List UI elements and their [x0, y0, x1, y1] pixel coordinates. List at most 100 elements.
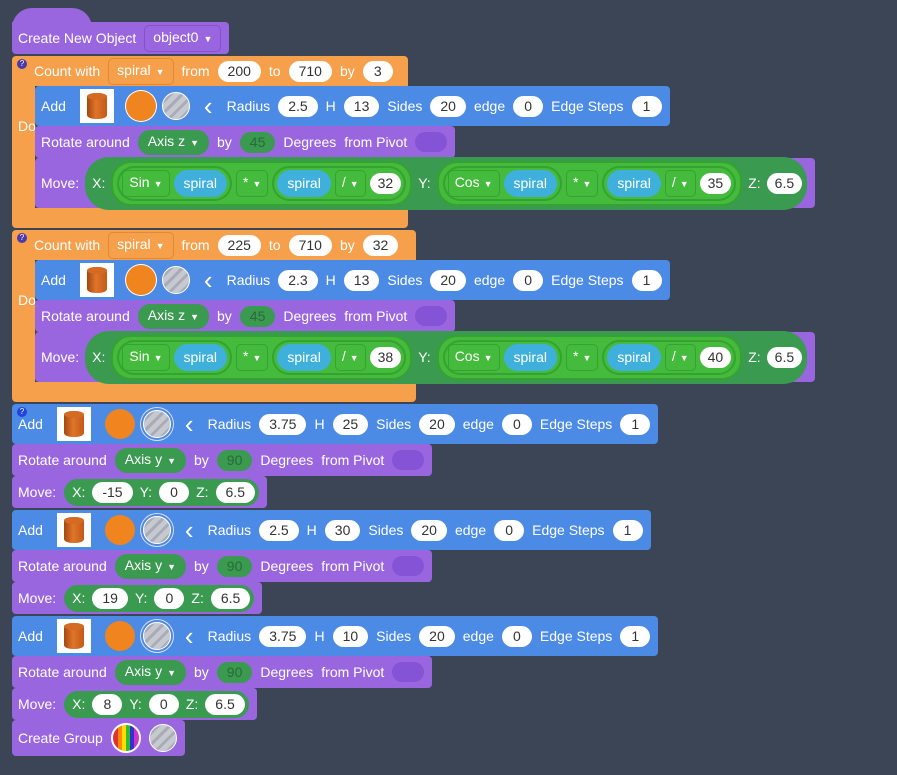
pivot-toggle[interactable]: [392, 450, 425, 470]
function-dropdown[interactable]: Sin▼: [122, 343, 170, 371]
color-swatch-orange[interactable]: [104, 409, 135, 439]
edge-steps-input[interactable]: 1: [631, 95, 662, 117]
x-input[interactable]: 8: [92, 693, 123, 715]
edge-input[interactable]: 0: [494, 519, 525, 541]
edge-steps-input[interactable]: 1: [631, 269, 662, 291]
to-input[interactable]: 710: [288, 234, 332, 256]
edge-input[interactable]: 0: [513, 269, 544, 291]
color-swatch-orange[interactable]: [127, 267, 154, 293]
function-expression[interactable]: Sin▼spiral: [117, 165, 232, 201]
division-expression[interactable]: spiral/▼32: [272, 165, 407, 201]
help-icon[interactable]: ?: [17, 233, 27, 243]
loop-variable-dropdown[interactable]: spiral▼: [108, 57, 174, 85]
radius-input[interactable]: 2.5: [278, 95, 318, 117]
math-expression[interactable]: Cos▼spiral*▼spiral/▼40: [436, 334, 743, 380]
radius-input[interactable]: 3.75: [259, 413, 307, 435]
math-expression[interactable]: Sin▼spiral*▼spiral/▼38: [111, 334, 413, 380]
variable-block[interactable]: spiral: [277, 169, 331, 197]
edge-input[interactable]: 0: [501, 625, 532, 647]
degrees-input[interactable]: 45: [239, 305, 276, 327]
h-input[interactable]: 25: [332, 413, 369, 435]
z-input[interactable]: 6.5: [766, 346, 803, 368]
sides-input[interactable]: 20: [419, 625, 455, 647]
variable-block[interactable]: spiral: [173, 343, 227, 371]
variable-block[interactable]: spiral: [173, 169, 227, 197]
pivot-toggle[interactable]: [392, 662, 425, 682]
to-input[interactable]: 710: [288, 60, 332, 82]
edge-input[interactable]: 0: [513, 95, 544, 117]
variable-block[interactable]: spiral: [277, 343, 331, 371]
pivot-toggle[interactable]: [415, 306, 448, 326]
material-swatch-striped[interactable]: [148, 724, 177, 752]
by-input[interactable]: 3: [362, 60, 393, 82]
edge-steps-input[interactable]: 1: [612, 519, 643, 541]
variable-block[interactable]: spiral: [503, 343, 557, 371]
material-swatch-striped[interactable]: [142, 410, 171, 438]
cylinder-shape-icon[interactable]: [79, 89, 114, 123]
operator-dropdown[interactable]: /▼: [664, 169, 696, 197]
create-group-block[interactable]: Create Group: [12, 720, 185, 756]
chevron-left-icon[interactable]: ‹: [184, 515, 194, 545]
function-expression[interactable]: Cos▼spiral: [442, 165, 562, 201]
cylinder-shape-icon[interactable]: [79, 263, 114, 297]
help-icon[interactable]: ?: [17, 59, 27, 69]
radius-input[interactable]: 3.75: [259, 625, 307, 647]
help-icon[interactable]: ?: [17, 407, 27, 417]
material-swatch-striped[interactable]: [161, 92, 190, 120]
z-input[interactable]: 6.5: [210, 587, 251, 609]
y-input[interactable]: 0: [159, 481, 190, 503]
axis-dropdown[interactable]: Axis z▼: [137, 303, 209, 329]
pivot-toggle[interactable]: [415, 132, 448, 152]
cylinder-shape-icon[interactable]: [56, 407, 91, 441]
cylinder-shape-icon[interactable]: [56, 513, 91, 547]
function-expression[interactable]: Sin▼spiral: [117, 339, 232, 375]
object-name-dropdown[interactable]: object0▼: [144, 24, 222, 52]
color-swatch-orange[interactable]: [104, 621, 135, 651]
number-input[interactable]: 32: [369, 172, 402, 194]
axis-dropdown[interactable]: Axis y▼: [114, 553, 186, 579]
operator-dropdown[interactable]: *▼: [565, 343, 599, 371]
math-expression[interactable]: Sin▼spiral*▼spiral/▼32: [111, 160, 413, 206]
radius-input[interactable]: 2.5: [259, 519, 299, 541]
h-input[interactable]: 10: [332, 625, 369, 647]
cylinder-shape-icon[interactable]: [56, 619, 91, 653]
operator-dropdown[interactable]: *▼: [565, 169, 599, 197]
chevron-left-icon[interactable]: ‹: [203, 91, 213, 121]
operator-dropdown[interactable]: *▼: [235, 343, 269, 371]
edge-input[interactable]: 0: [501, 413, 532, 435]
degrees-input[interactable]: 90: [216, 555, 253, 577]
edge-steps-input[interactable]: 1: [620, 625, 651, 647]
variable-block[interactable]: spiral: [607, 343, 661, 371]
radius-input[interactable]: 2.3: [278, 269, 318, 291]
degrees-input[interactable]: 90: [216, 449, 253, 471]
color-swatch-orange[interactable]: [104, 515, 135, 545]
edge-steps-input[interactable]: 1: [620, 413, 651, 435]
axis-dropdown[interactable]: Axis y▼: [114, 447, 186, 473]
axis-dropdown[interactable]: Axis y▼: [114, 659, 186, 685]
sides-input[interactable]: 20: [430, 269, 466, 291]
math-expression[interactable]: Cos▼spiral*▼ spiral /▼35: [436, 160, 743, 206]
degrees-input[interactable]: 90: [216, 661, 253, 683]
variable-block[interactable]: spiral: [503, 169, 557, 197]
number-input[interactable]: 38: [369, 346, 402, 368]
h-input[interactable]: 30: [324, 519, 361, 541]
color-swatch-rainbow[interactable]: [110, 723, 141, 753]
z-input[interactable]: 6.5: [766, 172, 803, 194]
number-input[interactable]: 35: [699, 172, 732, 194]
chevron-left-icon[interactable]: ‹: [184, 409, 194, 439]
material-swatch-striped[interactable]: [142, 622, 171, 650]
